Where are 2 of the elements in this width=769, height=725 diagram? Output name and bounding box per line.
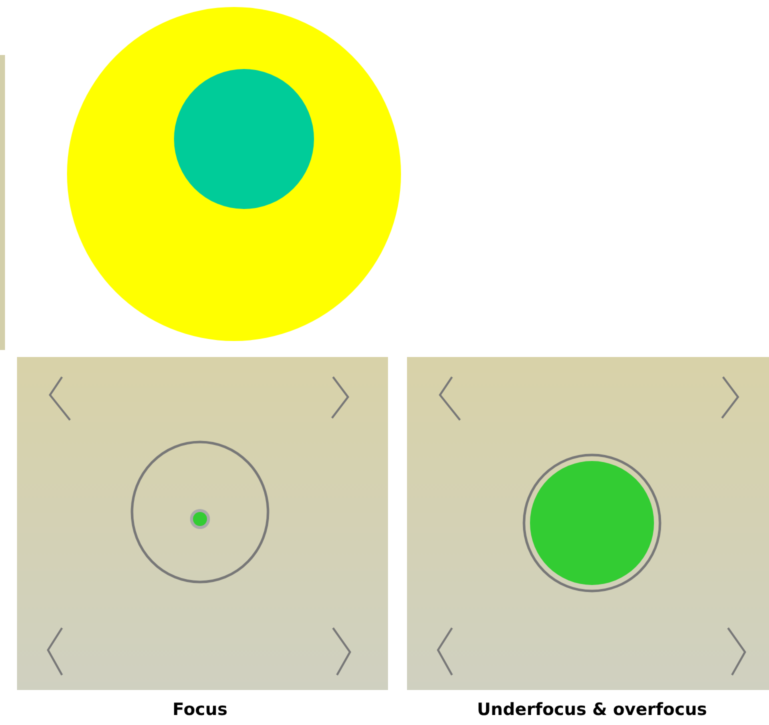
caption: Underfocus & overfocus [476,700,708,720]
caption: Focus [172,700,228,720]
